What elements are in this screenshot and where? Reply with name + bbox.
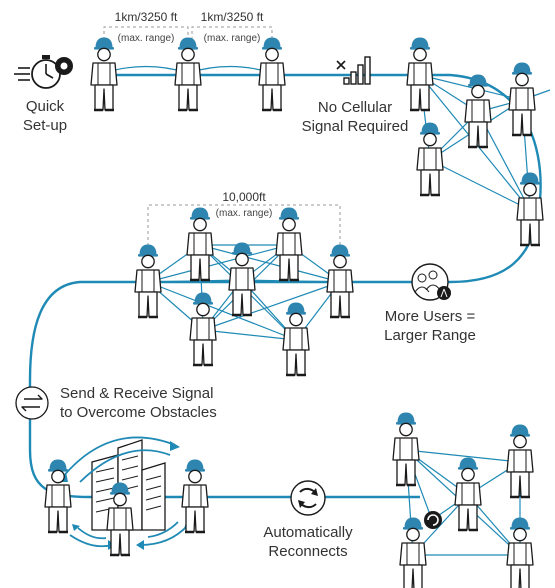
middle-max-range-label: (max. range) bbox=[215, 208, 273, 219]
no-signal-icon bbox=[336, 56, 371, 85]
auto-reconnect-line1: Automatically bbox=[263, 524, 353, 541]
obstacles-label: Send & Receive Signal to Overcome Obstac… bbox=[60, 384, 238, 422]
range-bracket-3 bbox=[147, 204, 341, 258]
refresh-cycle-icon bbox=[290, 480, 326, 516]
more-users-line1: More Users = bbox=[384, 308, 476, 325]
quick-setup-line1: Quick bbox=[25, 98, 65, 115]
max-range-label-1: (max. range) bbox=[117, 33, 175, 44]
no-cellular-line1: No Cellular bbox=[317, 99, 393, 116]
no-cellular-label: No Cellular Signal Required bbox=[290, 98, 420, 136]
quick-setup-label: Quick Set-up bbox=[10, 97, 80, 135]
building-icon bbox=[91, 439, 166, 531]
obstacles-line1: Send & Receive Signal bbox=[60, 385, 214, 402]
quick-setup-line2: Set-up bbox=[22, 117, 68, 134]
obstacle-arrows bbox=[61, 436, 189, 548]
max-range-label-2: (max. range) bbox=[203, 33, 261, 44]
middle-range-label: 10,000ft bbox=[222, 190, 266, 204]
range-label-1: 1km/3250 ft bbox=[114, 10, 178, 24]
range-label-2: 1km/3250 ft bbox=[200, 10, 264, 24]
auto-reconnect-label: Automatically Reconnects bbox=[248, 523, 368, 561]
obstacles-line2: to Overcome Obstacles bbox=[60, 404, 217, 421]
more-users-line2: Larger Range bbox=[384, 327, 476, 344]
auto-reconnect-line2: Reconnects bbox=[268, 543, 348, 560]
swap-arrows-icon bbox=[15, 386, 49, 420]
stopwatch-gear-icon bbox=[14, 55, 73, 89]
more-users-label: More Users = Larger Range bbox=[372, 307, 488, 345]
no-cellular-line2: Signal Required bbox=[301, 118, 409, 135]
loading-circle-icon bbox=[424, 511, 442, 529]
crowd-tower-icon bbox=[411, 263, 451, 301]
